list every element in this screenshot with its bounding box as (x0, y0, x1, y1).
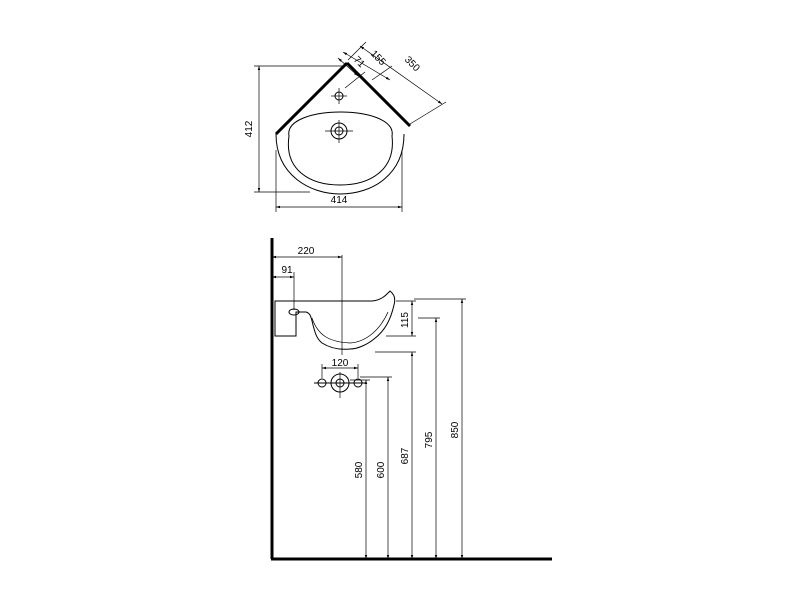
basin-bowl-inner (311, 311, 389, 344)
basin-profile (274, 290, 396, 350)
basin-outer-outline (275, 133, 405, 195)
plan-view: 414 412 350 155 71 (244, 41, 447, 212)
dim-tap-offset-2-ext (371, 65, 393, 81)
elevation-view: 220 91 115 120 580 (270, 238, 552, 561)
dim-tap-offset-1-line (337, 57, 359, 77)
dim-basin-center-label: 220 (298, 246, 315, 257)
dim-height-580-label: 580 (354, 461, 365, 478)
dim-trap-spacing-label: 120 (332, 358, 349, 369)
dim-tap-offset-1-ext (344, 71, 366, 89)
dim-tap-offset-2-line (342, 51, 391, 81)
dim-basin-height-label: 115 (400, 312, 411, 328)
dim-height-687-label: 687 (400, 447, 411, 464)
dim-side-label: 350 (402, 54, 422, 74)
plan-wall-right (345, 61, 412, 128)
dim-width-label: 414 (331, 195, 348, 206)
dim-height-795-label: 795 (424, 431, 435, 448)
basin-inner-bowl (287, 111, 393, 186)
dim-height-600-label: 600 (376, 461, 387, 478)
dim-height-850-label: 850 (450, 421, 461, 438)
supply-right-outer (353, 378, 363, 388)
dim-side-ext-bottom (409, 101, 447, 125)
dim-depth-label: 412 (244, 120, 255, 137)
supply-left-outer (317, 378, 327, 388)
dim-overflow-label: 91 (281, 265, 293, 276)
dim-tap-offset-2-label: 155 (368, 48, 388, 68)
plan-wall-left (274, 61, 349, 136)
